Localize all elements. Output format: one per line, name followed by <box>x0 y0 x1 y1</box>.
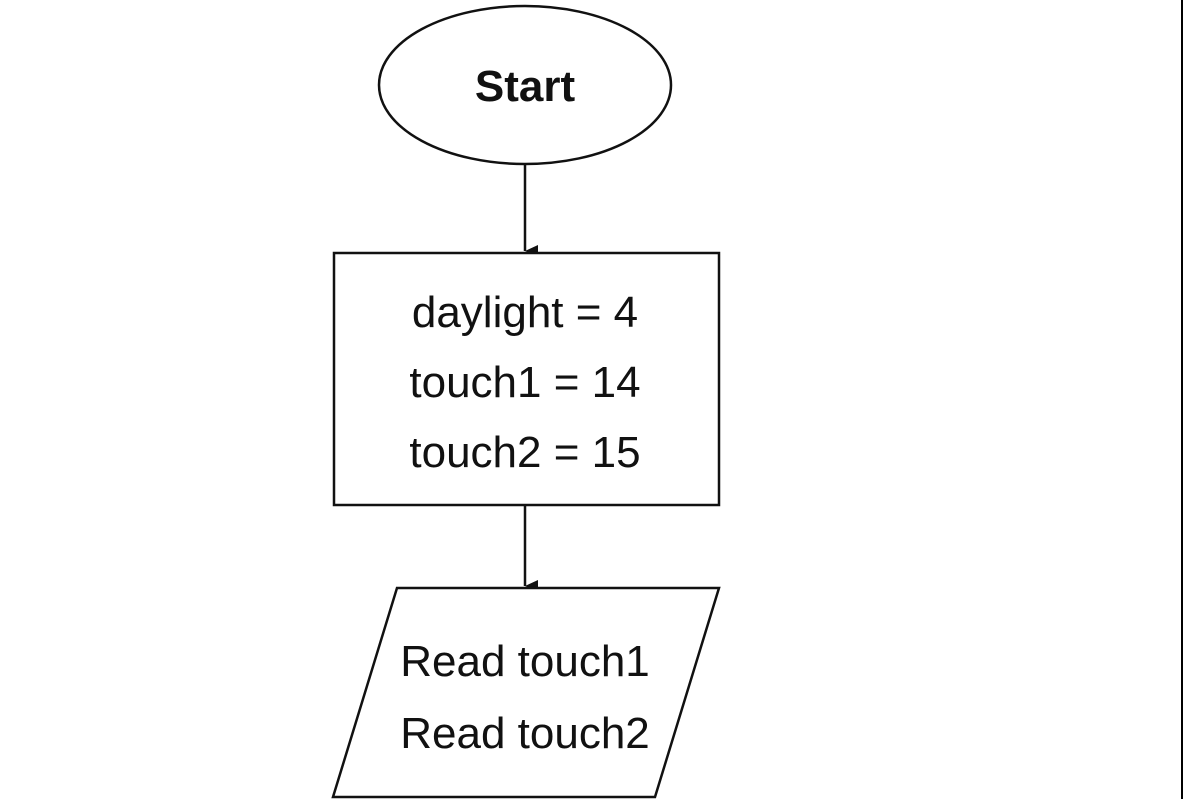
input-node-shape <box>331 586 721 799</box>
process-line-daylight: daylight = 4 <box>412 288 638 337</box>
process-line-touch1: touch1 = 14 <box>409 358 640 407</box>
start-node-label: Start <box>475 62 576 111</box>
process-line-touch2: touch2 = 15 <box>409 428 640 477</box>
right-border <box>1181 0 1183 799</box>
input-line-touch1: Read touch1 <box>400 637 650 686</box>
process-node-shape <box>332 251 721 507</box>
input-line-touch2: Read touch2 <box>400 709 650 758</box>
